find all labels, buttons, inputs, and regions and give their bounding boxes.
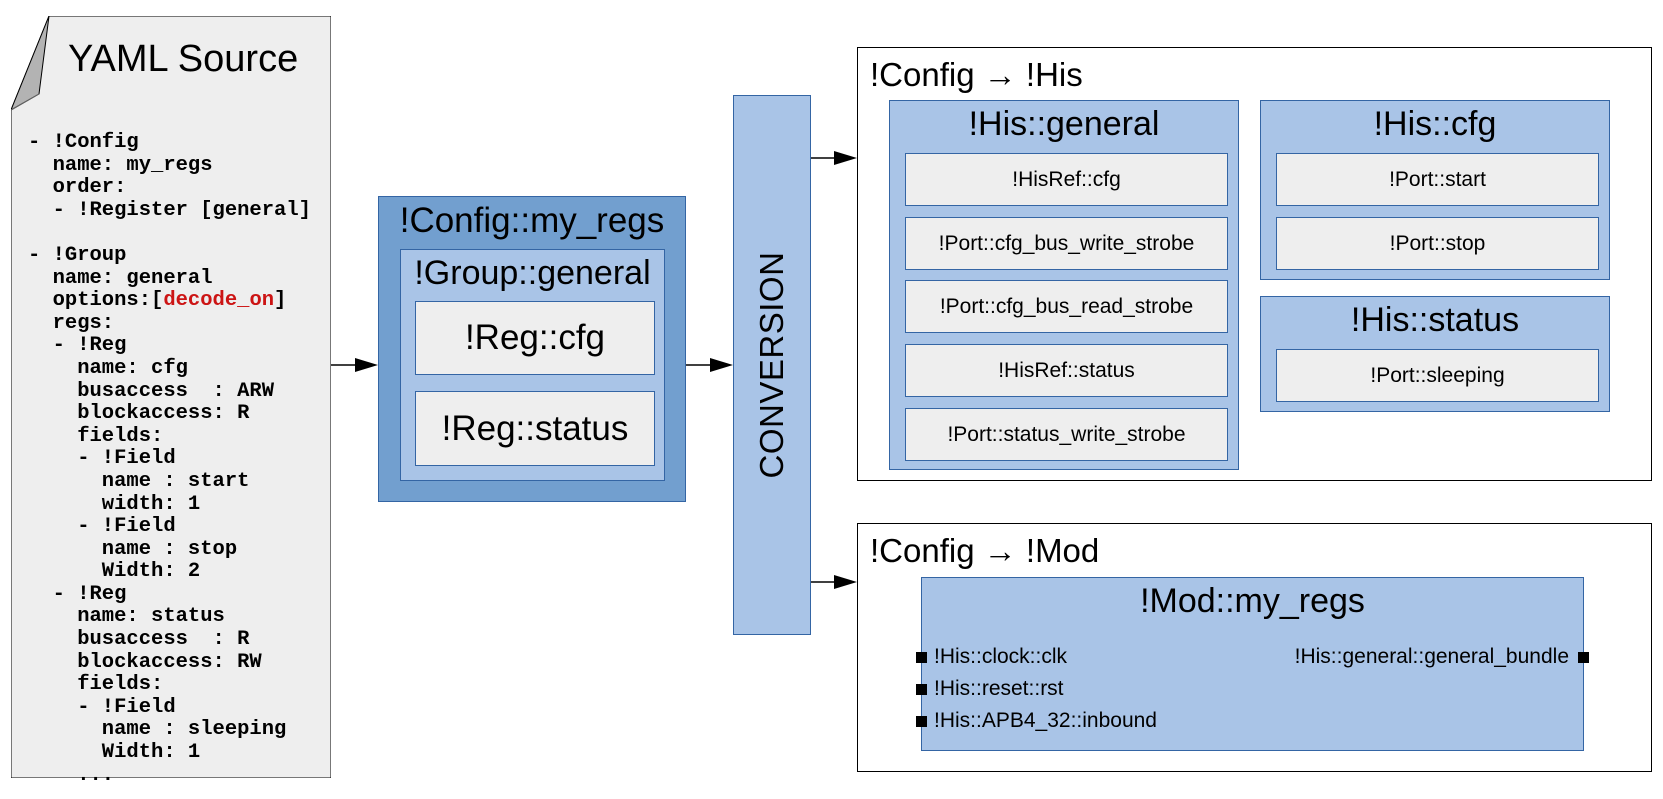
mod-output-title: !Config → !Mod [870,532,1100,569]
yaml-source-code: - !Config name: my_regs order: - !Regist… [28,131,311,787]
his-general-item: !Port::cfg_bus_write_strobe [905,217,1228,270]
mod-left-port: !His::APB4_32::inbound [934,709,1157,732]
port-pin [916,684,927,695]
yaml-source-title: YAML Source [68,38,299,80]
his-cfg-title: !His::cfg [1373,105,1497,143]
highlighted-token: decode_on [163,289,275,313]
his-general-item: !HisRef::status [905,344,1228,397]
reg-status-box: !Reg::status [415,391,655,466]
mod-block-title: !Mod::my_regs [1140,582,1365,620]
his-general-item: !HisRef::cfg [905,153,1228,206]
conversion-label: CONVERSION [753,251,790,479]
group-block-title: !Group::general [414,254,651,292]
mod-right-port: !His::general::general_bundle [1294,645,1569,668]
his-output-title: !Config → !His [870,56,1083,93]
mod-left-port: !His::reset::rst [934,677,1064,700]
port-pin [1578,652,1589,663]
mod-left-port: !His::clock::clk [934,645,1068,668]
yaml-document-shape [11,16,331,778]
his-status-item: !Port::sleeping [1276,349,1599,402]
his-general-item: !Port::status_write_strobe [905,408,1228,461]
config-block-title: !Config::my_regs [399,201,665,240]
his-general-item: !Port::cfg_bus_read_strobe [905,280,1228,333]
port-pin [916,716,927,727]
his-cfg-item: !Port::start [1276,153,1599,206]
his-general-title: !His::general [968,105,1160,143]
reg-cfg-box: !Reg::cfg [415,301,655,375]
port-pin [916,652,927,663]
conversion-bar: CONVERSION [733,95,811,635]
his-cfg-item: !Port::stop [1276,217,1599,270]
yaml-source-document: YAML Source - !Config name: my_regs orde… [11,16,331,786]
mod-block [921,577,1584,751]
his-status-title: !His::status [1350,301,1520,339]
